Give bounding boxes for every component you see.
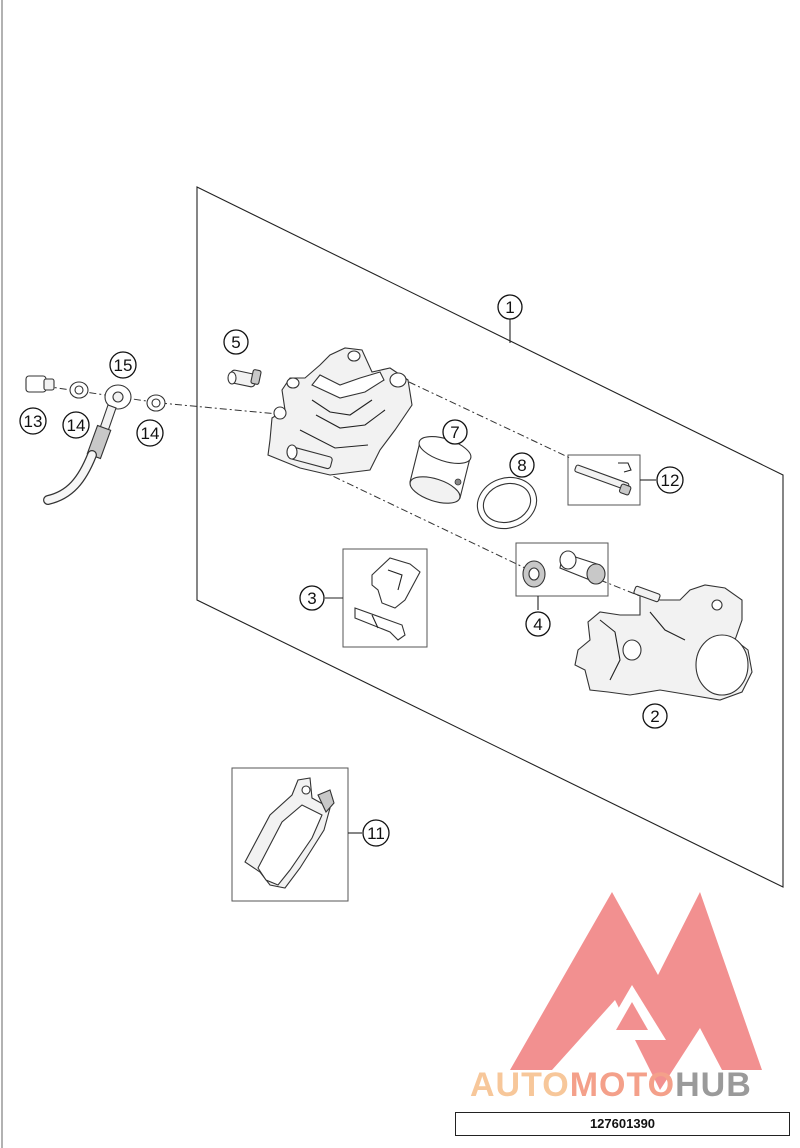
callout-label: 7 <box>450 423 459 442</box>
caliper-body-part <box>267 347 413 476</box>
callout-label: 4 <box>533 615 542 634</box>
guide-bushing-part <box>559 550 606 585</box>
callout-15: 15 <box>109 351 137 379</box>
watermark-word-2: MOTO <box>570 1066 675 1104</box>
axis-banjo <box>159 402 279 415</box>
callout-13: 13 <box>19 407 47 435</box>
callout-label: 15 <box>114 356 133 375</box>
callout-2: 2 <box>642 703 668 729</box>
callout-7: 7 <box>442 419 468 445</box>
brake-line-part <box>43 384 132 505</box>
guide-pin-box <box>515 542 609 597</box>
callout-14-right: 14 <box>136 419 164 447</box>
callout-label: 5 <box>231 333 240 352</box>
callout-12: 12 <box>656 466 684 494</box>
callout-3: 3 <box>299 585 325 611</box>
callout-label: 13 <box>24 412 43 431</box>
logo-triangle-icon <box>510 892 762 1090</box>
seal-ring-part <box>476 476 538 530</box>
callout-label: 2 <box>650 707 659 726</box>
callout-label: 14 <box>67 416 86 435</box>
callout-label: 1 <box>505 298 514 317</box>
callout-11: 11 <box>362 819 390 847</box>
callout-4: 4 <box>525 611 551 637</box>
brake-pads-box <box>231 767 349 902</box>
watermark-word-3: HUB <box>675 1066 752 1104</box>
callout-label: 3 <box>307 589 316 608</box>
callout-8: 8 <box>509 452 535 478</box>
callout-label: 14 <box>141 424 160 443</box>
part-number: 127601390 <box>589 1116 656 1131</box>
retaining-pin-part <box>574 462 632 496</box>
pin-box <box>567 454 641 506</box>
piston-part <box>409 436 472 504</box>
axis-guide <box>599 579 651 601</box>
watermark-wordmark: AUTOMOTOHUB <box>470 1066 752 1104</box>
pad-spring-part <box>371 557 421 609</box>
automotohub-logo <box>510 892 762 1090</box>
callout-label: 12 <box>661 471 680 490</box>
callout-5: 5 <box>223 329 249 355</box>
part-number-box: 127601390 <box>455 1112 790 1136</box>
assembly-frame <box>196 186 784 888</box>
caliper-bracket-part <box>574 584 753 701</box>
pad-clip-part <box>354 607 406 641</box>
callout-label: 11 <box>367 824 385 843</box>
brake-pads-part <box>244 777 335 889</box>
callout-14-left: 14 <box>62 411 90 439</box>
watermark-word-1: AUTO <box>470 1066 570 1104</box>
callout-label: 8 <box>517 456 526 475</box>
bleeder-screw-part <box>227 369 262 388</box>
banjo-bolt-part <box>25 375 55 393</box>
rubber-boot-part <box>522 560 546 588</box>
callout-1: 1 <box>497 294 523 320</box>
